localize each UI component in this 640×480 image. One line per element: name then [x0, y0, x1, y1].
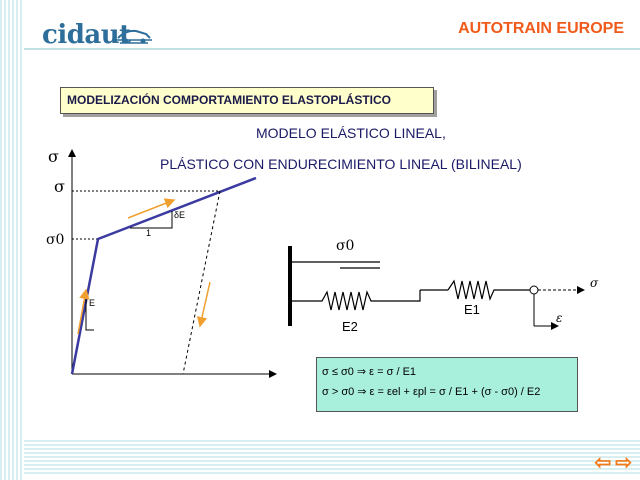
next-arrow-icon[interactable]: ⇨ [615, 452, 632, 474]
formula-plastic: σ > σ0 ⇒ ε = εel + εpl = σ / E1 + (σ - σ… [322, 386, 541, 398]
footer-decorative-stripes [24, 440, 640, 474]
slope-triangle-upper [130, 211, 173, 229]
model-e1-label: E1 [464, 302, 480, 317]
bilinear-curve [70, 176, 257, 375]
sigma-top-label: σ [54, 177, 65, 196]
page-title: AUTOTRAIN EUROPE [458, 20, 624, 37]
model-sigma0-label: σ0 [336, 238, 354, 254]
subtitle-line-1: MODELO ELÁSTICO LINEAL, [256, 125, 446, 141]
section-heading-box: MODELIZACIÓN COMPORTAMIENTO ELASTOPLÁSTI… [60, 87, 434, 114]
prev-arrow-icon[interactable]: ⇦ [594, 452, 612, 474]
formula-box: σ ≤ σ0 ⇒ ε = σ / E1 σ > σ0 ⇒ ε = εel + ε… [316, 357, 578, 412]
slope-delta-e-label: δE [174, 210, 185, 220]
cidaut-logo: cidaut [42, 20, 131, 50]
spring-e2 [290, 290, 421, 311]
slope-e-label: E [89, 298, 95, 308]
section-heading: MODELIZACIÓN COMPORTAMIENTO ELASTOPLÁSTI… [67, 93, 391, 107]
navigation: ⇦ ⇨ [594, 450, 632, 475]
loading-arrow-plastic [127, 198, 176, 219]
model-e2-label: E2 [342, 319, 358, 334]
loading-arrow-elastic [77, 288, 90, 335]
formula-elastic: σ ≤ σ0 ⇒ ε = σ / E1 [322, 366, 417, 378]
model-epsilon-label: ε [556, 311, 562, 325]
model-sigma-label: σ [590, 276, 599, 290]
header-divider [24, 48, 640, 50]
sigma0-label: σ0 [46, 232, 64, 248]
subtitle-line-2: PLÁSTICO CON ENDURECIMIENTO LINEAL (BILI… [160, 156, 522, 172]
spring-e1 [447, 279, 530, 301]
node-circle [529, 285, 539, 295]
car-logo-icon [116, 29, 152, 44]
sigma-axis-label: σ [48, 147, 59, 166]
slope-one-label: 1 [146, 228, 151, 238]
unloading-line [182, 190, 221, 375]
slope-triangle-lower [85, 298, 94, 331]
unloading-arrow [196, 281, 211, 328]
left-decorative-stripes [0, 0, 24, 480]
